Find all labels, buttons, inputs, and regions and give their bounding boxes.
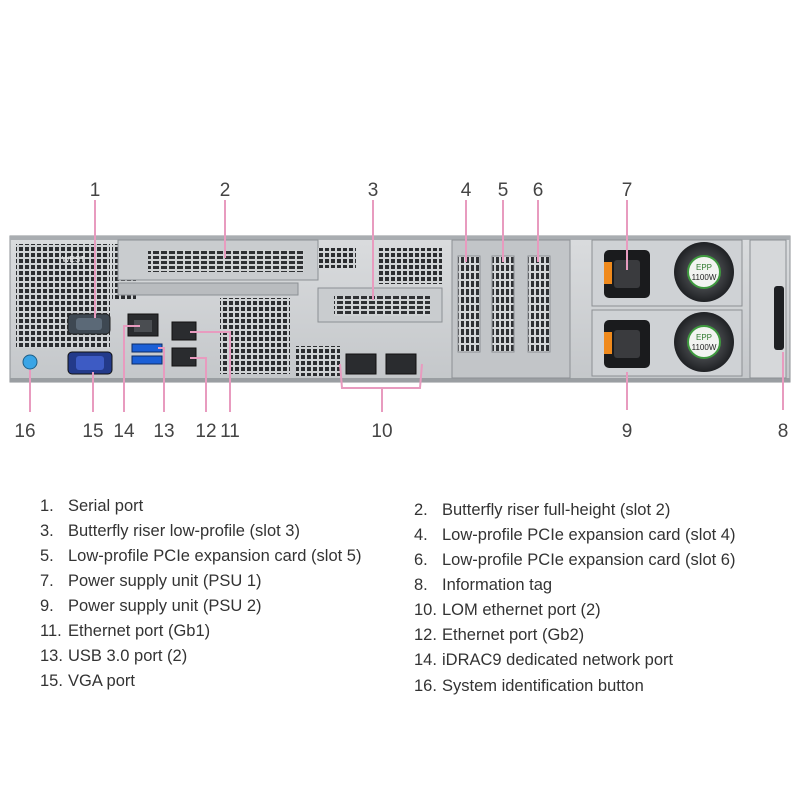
legend-item: 11.Ethernet port (Gb1): [40, 622, 211, 640]
legend-item: 16.System identification button: [414, 677, 644, 695]
legend-item: 2.Butterfly riser full-height (slot 2): [414, 501, 671, 519]
idrac-port: [127, 313, 159, 337]
callout-15: 15: [82, 421, 103, 442]
chassis-label: WEST: [62, 255, 85, 264]
legend-item: 14.iDRAC9 dedicated network port: [414, 651, 674, 669]
lom-ethernet-ports: [345, 353, 417, 375]
callout-3: 3: [368, 180, 379, 201]
legend-item: 12.Ethernet port (Gb2): [414, 626, 585, 644]
callout-2: 2: [220, 180, 231, 201]
callout-10: 10: [371, 421, 392, 442]
slot-2-riser-fullheight: [117, 239, 319, 296]
mid-vent-grilles: [220, 248, 442, 376]
callout-8: 8: [778, 421, 789, 442]
legend-item: 4.Low-profile PCIe expansion card (slot …: [414, 526, 736, 544]
legend-item: 13.USB 3.0 port (2): [40, 647, 188, 665]
callout-5: 5: [498, 180, 509, 201]
serial-port: [67, 313, 111, 335]
callout-7: 7: [622, 180, 633, 201]
legend-item: 1.Serial port: [40, 497, 144, 515]
legend-item: 3.Butterfly riser low-profile (slot 3): [40, 522, 300, 540]
psu-1: EPP 1100W: [591, 239, 743, 307]
callout-12: 12: [195, 421, 216, 442]
slots-4-6-lowprofile: [451, 239, 571, 379]
psu-1-badge-top: EPP: [696, 263, 712, 272]
psu-2: EPP 1100W: [591, 309, 743, 377]
callout-14: 14: [113, 421, 135, 442]
legend-item: 6.Low-profile PCIe expansion card (slot …: [414, 551, 736, 569]
legend-item: 5.Low-profile PCIe expansion card (slot …: [40, 547, 362, 565]
callout-leader-lines: [29, 200, 784, 412]
vga-port: [67, 351, 113, 375]
callout-11: 11: [220, 421, 240, 442]
psu-2-badge-watt: 1100W: [692, 343, 717, 352]
callout-16: 16: [14, 421, 35, 442]
legend-item: 8.Information tag: [414, 576, 553, 594]
callout-9: 9: [622, 421, 633, 442]
callout-13: 13: [153, 421, 174, 442]
psu-1-badge-watt: 1100W: [692, 273, 717, 282]
legend-item: 9.Power supply unit (PSU 2): [40, 597, 262, 615]
callout-6: 6: [533, 180, 544, 201]
legend-item: 15.VGA port: [40, 672, 135, 690]
system-id-button: [22, 354, 38, 370]
ethernet-ports-gb: [171, 321, 197, 367]
callout-1: 1: [90, 180, 101, 201]
legend-item: 7.Power supply unit (PSU 1): [40, 572, 262, 590]
information-tag: [749, 239, 787, 379]
callout-numbers: 1 2 3 4 5 6 7 8 9 10 11 12 13 14 15 16: [14, 180, 788, 442]
slot-3-riser-lowprofile: [317, 287, 443, 323]
callout-4: 4: [461, 180, 472, 201]
legend-item: 10.LOM ethernet port (2): [414, 601, 601, 619]
psu-2-badge-top: EPP: [696, 333, 712, 342]
